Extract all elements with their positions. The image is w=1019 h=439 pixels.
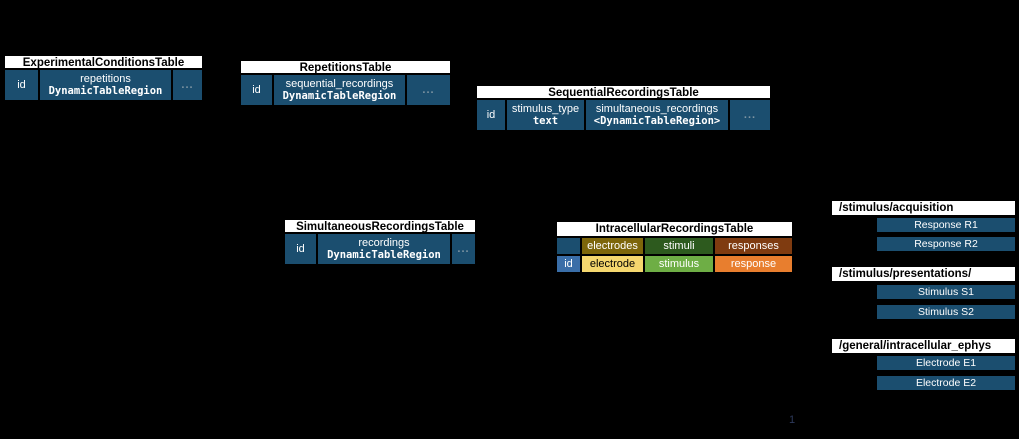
column-name: repetitions [80, 73, 131, 85]
table-title: RepetitionsTable [241, 61, 450, 75]
column-cell: simultaneous_recordings <DynamicTableReg… [586, 100, 728, 130]
ellipsis-cell: ... [173, 70, 202, 100]
id-cell: id [5, 70, 38, 100]
table-title: SimultaneousRecordingsTable [285, 220, 475, 234]
table-row: id repetitions DynamicTableRegion ... [5, 70, 202, 100]
electrode-cell: electrode [582, 256, 643, 272]
column-name: stimulus_type [511, 103, 580, 115]
column-type: DynamicTableRegion [48, 85, 163, 97]
electrode-e2-box: Electrode E2 [877, 376, 1015, 390]
stimuli-group-cell: stimuli [645, 238, 713, 254]
group-path-stimulus-acquisition: /stimulus/acquisition [832, 201, 1015, 215]
column-cell: sequential_recordings DynamicTableRegion [274, 75, 405, 105]
column-cell: recordings DynamicTableRegion [318, 234, 450, 264]
group-path-stimulus-presentations: /stimulus/presentations/ [832, 267, 1015, 281]
repetitions-table: RepetitionsTable id sequential_recording… [241, 61, 450, 105]
response-cell: response [715, 256, 792, 272]
ellipsis-cell: ... [452, 234, 475, 264]
stimulus-cell: stimulus [645, 256, 713, 272]
electrode-e1-box: Electrode E1 [877, 356, 1015, 370]
electrodes-group-cell: electrodes [582, 238, 643, 254]
group-path-general-intracellular-ephys: /general/intracellular_ephys [832, 339, 1015, 353]
response-r1-box: Response R1 [877, 218, 1015, 232]
blank-cell [557, 238, 580, 254]
group-header-row: electrodes stimuli responses [557, 238, 792, 254]
column-type: DynamicTableRegion [282, 90, 397, 102]
table-title: SequentialRecordingsTable [477, 86, 770, 100]
cell-label: id [486, 109, 496, 121]
id-cell: id [557, 256, 580, 272]
column-header-row: id electrode stimulus response [557, 256, 792, 272]
cell-label: id [252, 84, 261, 96]
response-r2-box: Response R2 [877, 237, 1015, 251]
column-type: DynamicTableRegion [327, 249, 441, 261]
id-cell: id [241, 75, 272, 105]
column-name: recordings [358, 237, 410, 249]
stimulus-s2-box: Stimulus S2 [877, 305, 1015, 319]
column-type: <DynamicTableRegion> [593, 115, 721, 127]
id-cell: id [285, 234, 316, 264]
experimental-conditions-table: ExperimentalConditionsTable id repetitio… [5, 56, 202, 100]
ellipsis-cell: ... [730, 100, 770, 130]
responses-group-cell: responses [715, 238, 792, 254]
table-row: id stimulus_type text simultaneous_recor… [477, 100, 770, 130]
column-name: sequential_recordings [285, 78, 394, 90]
page-number: 1 [789, 414, 796, 426]
intracellular-recordings-table: IntracellularRecordingsTable electrodes … [557, 222, 792, 272]
stimulus-s1-box: Stimulus S1 [877, 285, 1015, 299]
cell-label: id [296, 243, 305, 255]
ellipsis-cell: ... [407, 75, 450, 105]
table-title: ExperimentalConditionsTable [5, 56, 202, 70]
table-row: id recordings DynamicTableRegion ... [285, 234, 475, 264]
id-cell: id [477, 100, 505, 130]
column-cell: repetitions DynamicTableRegion [40, 70, 171, 100]
cell-label: id [17, 79, 26, 91]
column-name: simultaneous_recordings [595, 103, 719, 115]
sequential-recordings-table: SequentialRecordingsTable id stimulus_ty… [477, 86, 770, 130]
column-type: text [532, 115, 559, 127]
table-row: id sequential_recordings DynamicTableReg… [241, 75, 450, 105]
table-title: IntracellularRecordingsTable [557, 222, 792, 236]
column-cell: stimulus_type text [507, 100, 584, 130]
simultaneous-recordings-table: SimultaneousRecordingsTable id recording… [285, 220, 475, 264]
